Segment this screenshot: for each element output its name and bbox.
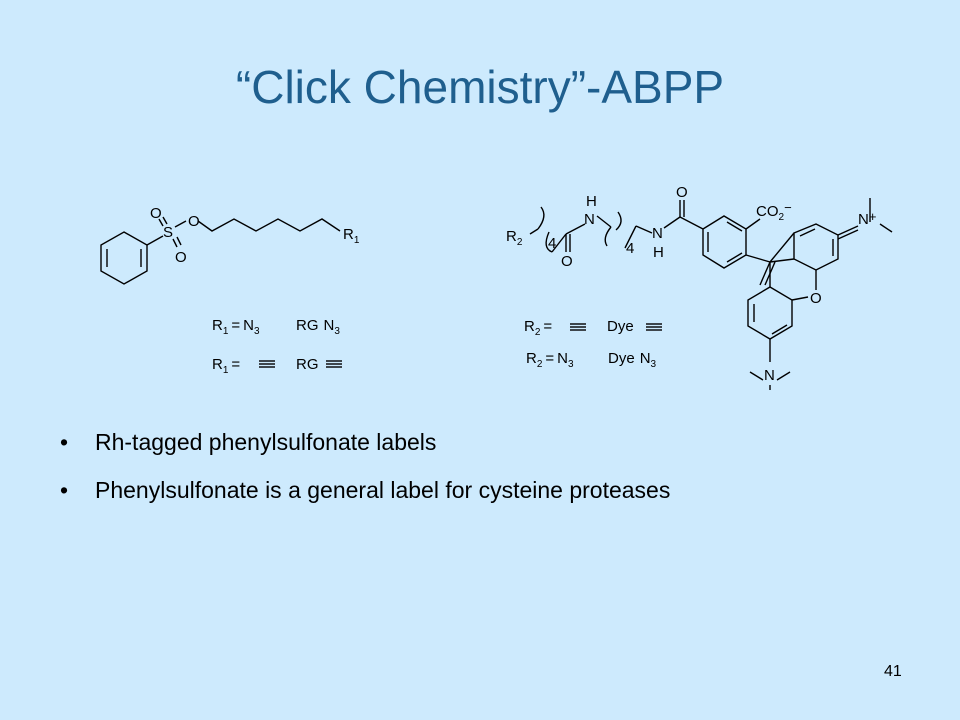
legend-row-2-rg: RG	[296, 356, 319, 373]
atom-o-amide-1: O	[561, 253, 573, 270]
atom-o-ring: O	[810, 290, 822, 307]
carboxylate-label: CO2−	[756, 200, 792, 223]
bullet-item: • Phenylsulfonate is a general label for …	[60, 470, 670, 518]
atom-h-bottom: H	[653, 244, 664, 261]
atom-o-amide-2: O	[676, 184, 688, 201]
chain-count-2: 4	[626, 240, 634, 257]
atom-n-amine: N	[764, 367, 775, 384]
atom-n-plus: N+	[858, 209, 876, 228]
legend-r2-row-2: R2=N3	[526, 350, 574, 370]
rhodamine-linker-structure	[529, 198, 893, 390]
page-number: 41	[884, 663, 902, 680]
bullet-item: • Rh-tagged phenylsulfonate labels	[60, 422, 670, 470]
atom-r1: R1	[343, 226, 360, 246]
bullet-marker: •	[60, 429, 69, 455]
alkyne-symbols	[259, 323, 662, 368]
atom-o-top: O	[150, 205, 162, 222]
legend-dye-row-1: Dye	[607, 318, 634, 335]
slide-title: “Click Chemistry”-ABPP	[235, 61, 725, 113]
legend-row-2-r: R1=	[212, 356, 240, 376]
bullet-list: • Rh-tagged phenylsulfonate labels • Pheny…	[60, 422, 670, 518]
bullet-text: Phenylsulfonate is a general label for c…	[95, 477, 671, 503]
atom-o-bottom: O	[175, 249, 187, 266]
atom-o-ester: O	[188, 213, 200, 230]
bullet-marker: •	[60, 477, 69, 503]
atom-h-top: H	[586, 193, 597, 210]
atom-n2: N	[652, 225, 663, 242]
atom-s: S	[163, 224, 173, 241]
chain-count-1: 4	[548, 235, 556, 252]
atom-r2: R2	[506, 228, 523, 248]
legend-row-1-r: R1=N3	[212, 317, 260, 337]
bullet-text: Rh-tagged phenylsulfonate labels	[95, 429, 437, 455]
atom-n1: N	[584, 211, 595, 228]
phenyl-sulfonate-structure	[100, 216, 341, 285]
legend-r2-row-1: R2=	[524, 318, 552, 338]
